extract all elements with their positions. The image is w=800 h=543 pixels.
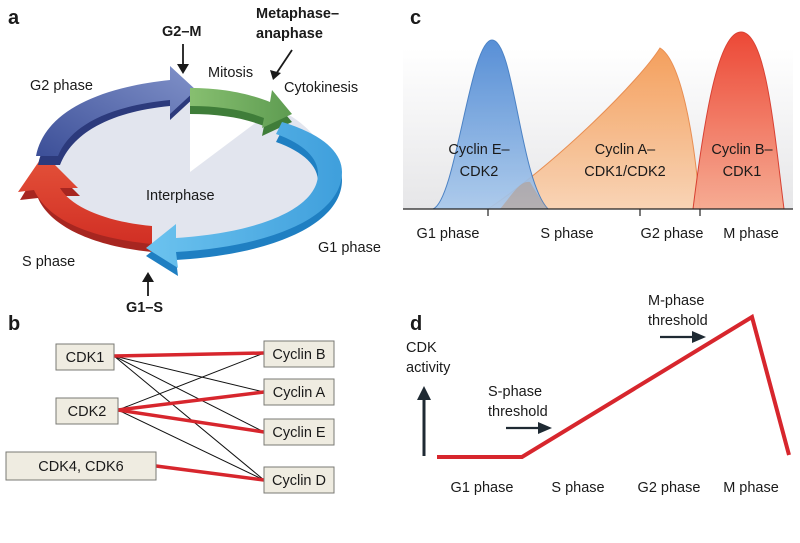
s-phase-label: S phase <box>22 254 75 270</box>
cyclin-b-label: Cyclin B <box>272 347 325 363</box>
d-tick-g1: G1 phase <box>451 480 514 496</box>
cyclin-d-box: Cyclin D <box>263 466 335 494</box>
panel-b-letter: b <box>8 313 20 335</box>
panel-d: d CDK activity S-phase threshold M-phase… <box>406 293 791 496</box>
cytokinesis-label: Cytokinesis <box>284 80 358 96</box>
c-tick-s: S phase <box>540 226 593 242</box>
cyclin-a-label: Cyclin A <box>273 385 326 401</box>
g1s-pointer-head <box>142 272 154 282</box>
cdk-activity-label-1: CDK <box>406 340 437 356</box>
weak-links <box>113 352 265 481</box>
g2m-pointer-head <box>177 64 189 74</box>
d-tick-m: M phase <box>723 480 779 496</box>
cdk46-box: CDK4, CDK6 <box>5 451 157 481</box>
g1-phase-arrow <box>146 122 342 276</box>
panel-d-letter: d <box>410 313 422 335</box>
cyclin-a-box: Cyclin A <box>263 378 335 406</box>
d-tick-g2: G2 phase <box>638 480 701 496</box>
s-phase-arrow <box>18 154 152 252</box>
cyclin-e-curve <box>432 39 550 210</box>
cyclin-a-curve <box>486 47 701 210</box>
c-axis-ticks <box>487 209 701 216</box>
metaphase-label-line2: anaphase <box>256 26 323 42</box>
cyclin-e-label: Cyclin E <box>272 425 326 441</box>
cdk-activity-label-2: activity <box>406 360 451 376</box>
s-threshold-label-2: threshold <box>488 404 548 420</box>
cyclin-d-label: Cyclin D <box>272 473 326 489</box>
m-threshold-label-1: M-phase <box>648 293 704 309</box>
cyclin-b-label-1: Cyclin B– <box>711 142 773 158</box>
c-tick-g2: G2 phase <box>641 226 704 242</box>
mitosis-label: Mitosis <box>208 65 253 81</box>
cdk2-box: CDK2 <box>55 397 119 425</box>
cyclin-e-label-2: CDK2 <box>460 164 499 180</box>
g2-phase-label: G2 phase <box>30 78 93 94</box>
cyclin-e-box: Cyclin E <box>263 418 335 446</box>
cyclin-e-label-1: Cyclin E– <box>448 142 510 158</box>
c-tick-m: M phase <box>723 226 779 242</box>
cyclin-a-label-1: Cyclin A– <box>595 142 656 158</box>
cdk46-label: CDK4, CDK6 <box>38 459 123 475</box>
cyclin-b-box: Cyclin B <box>263 340 335 368</box>
cdk1-label: CDK1 <box>66 350 105 366</box>
mitosis-arrow <box>190 88 292 136</box>
c-tick-g1: G1 phase <box>417 226 480 242</box>
panel-c: c Cyclin E– CDK2 Cyclin A– CDK1/CDK2 Cyc… <box>403 7 793 242</box>
cdk2-label: CDK2 <box>68 404 107 420</box>
cdk-activity-line <box>437 313 791 459</box>
metaphase-pointer-head <box>270 70 281 80</box>
interphase-label: Interphase <box>146 188 215 204</box>
panel-a-letter: a <box>8 7 20 29</box>
cyclin-b-label-2: CDK1 <box>723 164 762 180</box>
d-tick-s: S phase <box>551 480 604 496</box>
m-threshold-arrow-head <box>692 331 706 343</box>
g2-phase-arrow <box>36 66 196 165</box>
y-axis-arrow-head <box>417 386 431 400</box>
s-threshold-label-1: S-phase <box>488 384 542 400</box>
cyclin-b-curve <box>692 31 785 210</box>
metaphase-pointer <box>275 49 293 75</box>
panel-a: a G2 phase Mitosis Cytokinesis G1 pha <box>8 6 381 316</box>
g1-phase-label: G1 phase <box>318 240 381 256</box>
g1s-checkpoint-label: G1–S <box>126 300 163 316</box>
cdk1-box: CDK1 <box>55 343 115 371</box>
cyclin-a-label-2: CDK1/CDK2 <box>584 164 665 180</box>
s-threshold-arrow-head <box>538 422 552 434</box>
metaphase-label-line1: Metaphase– <box>256 6 339 22</box>
strong-links <box>112 351 266 482</box>
panel-c-letter: c <box>410 7 421 29</box>
panel-b: b CDK1 CDK2 CDK4, CDK6 <box>5 313 335 494</box>
overlap-e-a <box>500 181 548 209</box>
g2m-checkpoint-label: G2–M <box>162 24 202 40</box>
m-threshold-label-2: threshold <box>648 313 708 329</box>
